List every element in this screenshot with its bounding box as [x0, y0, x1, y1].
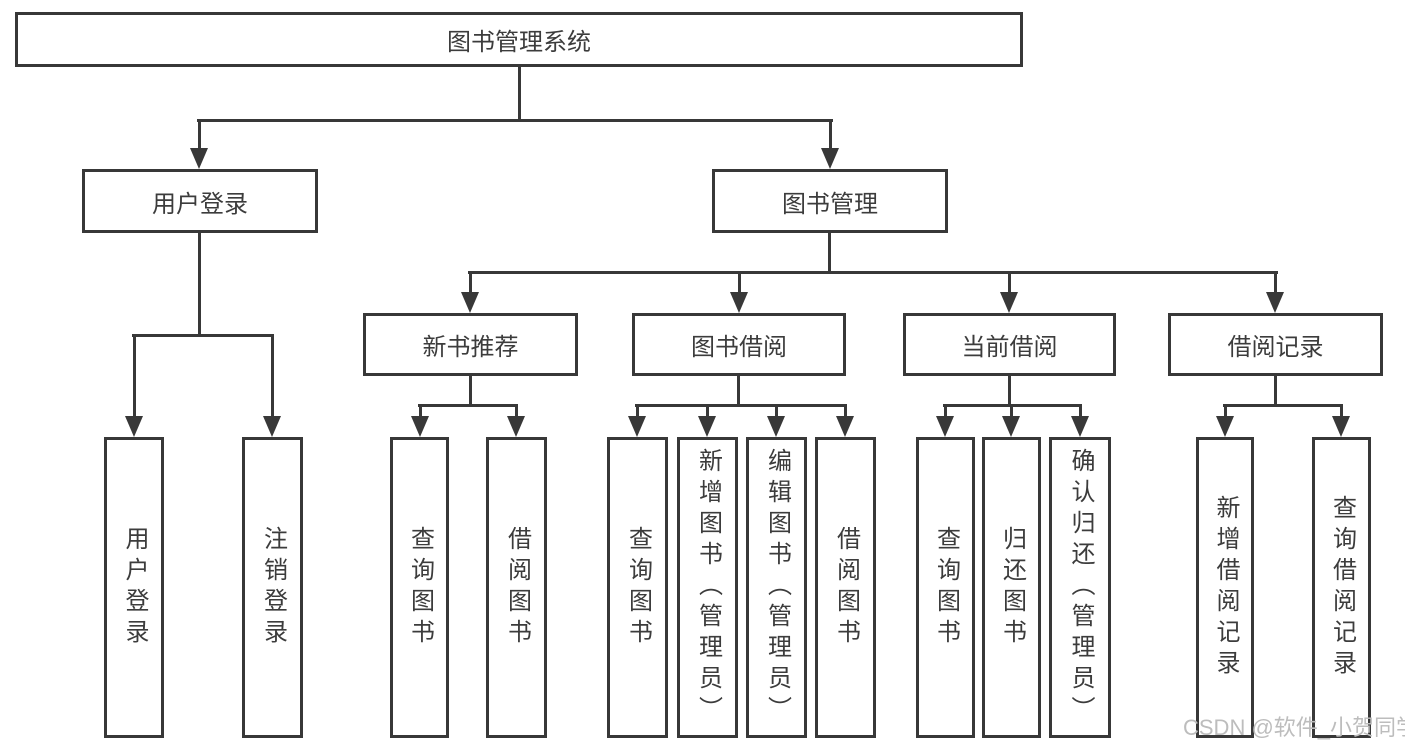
- node-library-system-label: 图书管理系统: [447, 29, 591, 56]
- arrow-down-icon: [461, 292, 479, 313]
- connector-borrowing-records-horizontal: [1223, 404, 1343, 407]
- arrow-down-icon: [1002, 416, 1020, 437]
- node-br-add-record: 新增借阅记录: [1196, 437, 1254, 738]
- connector-arrow-stem: [636, 407, 639, 416]
- node-br-query-record-label: 查询借阅记录: [1328, 494, 1356, 681]
- connector-arrow-stem: [706, 407, 709, 416]
- arrow-down-icon: [836, 416, 854, 437]
- node-book-management-label: 图书管理: [782, 190, 878, 218]
- arrow-down-icon: [1071, 416, 1089, 437]
- connector-user-login-stem: [198, 232, 201, 337]
- node-nb-borrow-books: 借阅图书: [486, 437, 547, 738]
- arrow-down-icon: [411, 416, 429, 437]
- connector-arrow-stem: [515, 407, 518, 416]
- node-cb-query-books-label: 查询图书: [932, 525, 960, 650]
- connector-arrow-stem-borrowing-records: [1274, 274, 1277, 292]
- node-book-borrowing: 图书借阅: [632, 313, 846, 376]
- node-library-system: 图书管理系统: [15, 12, 1023, 67]
- arrow-down-icon: [190, 148, 208, 169]
- node-book-borrowing-label: 图书借阅: [691, 334, 787, 361]
- node-nb-query-books-label: 查询图书: [406, 525, 434, 650]
- arrow-down-icon: [125, 416, 143, 437]
- arrow-down-icon: [263, 416, 281, 437]
- connector-level2-horizontal: [197, 119, 833, 122]
- node-logout: 注销登录: [242, 437, 303, 738]
- connector-arrow-stem-book-borrowing: [738, 274, 741, 292]
- node-cb-return-books: 归还图书: [982, 437, 1041, 738]
- csdn-watermark: CSDN @软件_小贺同学: [1183, 715, 1405, 740]
- connector-arrow-stem-book-management: [829, 122, 832, 148]
- node-bb-query-books-label: 查询图书: [624, 525, 652, 650]
- connector-arrow-stem: [1340, 407, 1343, 416]
- node-br-add-record-label: 新增借阅记录: [1212, 494, 1239, 681]
- arrow-down-icon: [936, 416, 954, 437]
- node-bb-add-books: 新增图书（管理员）: [677, 437, 738, 738]
- arrow-down-icon: [767, 416, 785, 437]
- arrow-down-icon: [1332, 416, 1350, 437]
- arrow-down-icon: [507, 416, 525, 437]
- arrow-down-icon: [1216, 416, 1234, 437]
- node-user-login: 用户登录: [82, 169, 318, 233]
- connector-user-login-horizontal: [132, 334, 274, 337]
- node-cb-return-books-label: 归还图书: [998, 525, 1026, 650]
- connector-new-book-stem: [469, 374, 472, 407]
- node-bb-edit-books-label: 编辑图书（管理员）: [763, 448, 791, 727]
- node-user-login-label: 用户登录: [152, 190, 248, 218]
- connector-book-borrowing-horizontal: [635, 404, 847, 407]
- node-current-borrowing-label: 当前借阅: [961, 334, 1058, 361]
- node-borrowing-records-label: 借阅记录: [1227, 334, 1324, 361]
- connector-book-management-stem: [828, 233, 831, 274]
- node-book-management: 图书管理: [712, 169, 948, 233]
- connector-arrow-stem: [1079, 407, 1082, 416]
- arrow-down-icon: [1000, 292, 1018, 313]
- arrow-down-icon: [1266, 292, 1284, 313]
- node-new-book-recommend-label: 新书推荐: [422, 334, 519, 361]
- connector-arrow-stem: [1010, 407, 1013, 416]
- node-nb-borrow-books-label: 借阅图书: [503, 525, 531, 650]
- connector-new-book-horizontal: [418, 404, 518, 407]
- connector-arrow-stem: [944, 407, 947, 416]
- node-current-borrowing: 当前借阅: [903, 313, 1116, 376]
- node-login-label: 用户登录: [121, 525, 148, 650]
- node-bb-borrow-books-label: 借阅图书: [832, 525, 860, 650]
- connector-root-stem: [518, 66, 521, 122]
- connector-arrow-stem-new-book: [469, 274, 472, 292]
- node-login: 用户登录: [104, 437, 164, 738]
- connector-arrow-stem: [1224, 407, 1227, 416]
- node-new-book-recommend: 新书推荐: [363, 313, 578, 376]
- connector-borrowing-records-stem: [1274, 374, 1277, 407]
- connector-current-borrowing-stem: [1008, 374, 1011, 407]
- node-cb-confirm-return: 确认归还（管理员）: [1049, 437, 1111, 738]
- node-bb-edit-books: 编辑图书（管理员）: [746, 437, 807, 738]
- connector-arrow-stem-login: [133, 337, 136, 416]
- node-cb-confirm-return-label: 确认归还（管理员）: [1067, 448, 1094, 727]
- node-br-query-record: 查询借阅记录: [1312, 437, 1371, 738]
- connector-book-borrowing-stem: [737, 374, 740, 407]
- node-nb-query-books: 查询图书: [390, 437, 449, 738]
- arrow-down-icon: [628, 416, 646, 437]
- node-logout-label: 注销登录: [259, 525, 287, 650]
- node-cb-query-books: 查询图书: [916, 437, 975, 738]
- connector-arrow-stem: [775, 407, 778, 416]
- connector-arrow-stem-logout: [271, 337, 274, 416]
- connector-current-borrowing-horizontal: [943, 404, 1082, 407]
- node-bb-add-books-label: 新增图书（管理员）: [694, 448, 722, 727]
- arrow-down-icon: [698, 416, 716, 437]
- connector-arrow-stem-current-borrowing: [1008, 274, 1011, 292]
- arrow-down-icon: [821, 148, 839, 169]
- arrow-down-icon: [730, 292, 748, 313]
- node-bb-query-books: 查询图书: [607, 437, 668, 738]
- node-bb-borrow-books: 借阅图书: [815, 437, 876, 738]
- connector-arrow-stem-user-login: [198, 122, 201, 148]
- connector-level3-horizontal: [468, 271, 1278, 274]
- connector-arrow-stem: [419, 407, 422, 416]
- node-borrowing-records: 借阅记录: [1168, 313, 1383, 376]
- connector-arrow-stem: [844, 407, 847, 416]
